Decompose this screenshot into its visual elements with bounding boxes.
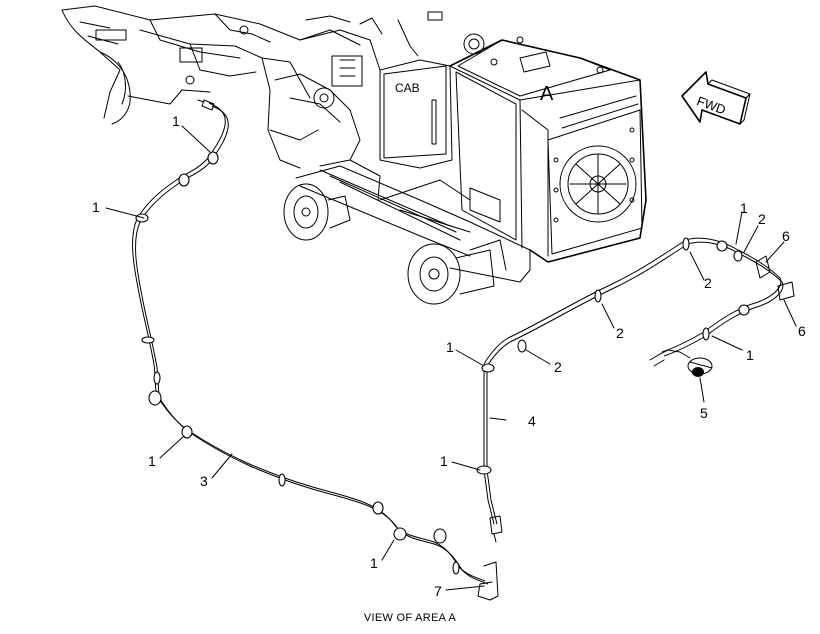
bracket-6: [755, 255, 771, 279]
area-a-label: A: [540, 83, 554, 105]
callout-2: 2: [554, 359, 562, 375]
front-axle: [283, 159, 531, 305]
clip: [393, 527, 407, 541]
callout-leaders: [105, 125, 797, 591]
callout-5: 5: [700, 405, 708, 421]
callout-4: 4: [528, 413, 536, 429]
bracket-7: [477, 561, 499, 601]
callout-1: 1: [148, 453, 156, 469]
clip: [476, 465, 492, 475]
clip: [178, 173, 190, 187]
callout-6: 6: [798, 323, 806, 339]
clip: [181, 425, 193, 439]
callout-1: 1: [746, 347, 754, 363]
callout-7: 7: [434, 583, 442, 599]
clip: [702, 327, 710, 341]
clip: [594, 289, 602, 303]
callout-1: 1: [172, 113, 180, 129]
clip: [733, 250, 743, 262]
rear-frame: [61, 5, 361, 169]
callout-numbers: 1 1 1 1 1 1 1 1 2 2 2 2 3 4 5 6 6 7: [92, 113, 806, 599]
cab-label: CAB: [395, 81, 420, 95]
callout-2: 2: [704, 275, 712, 291]
clip: [135, 213, 149, 223]
clip: [738, 304, 750, 316]
bracket-6: [777, 281, 795, 301]
clip: [716, 240, 728, 252]
right-hose-clips: [476, 237, 795, 475]
clip: [278, 473, 286, 487]
clip: [141, 336, 155, 344]
clip: [207, 151, 219, 165]
clip: [153, 371, 161, 385]
callout-3: 3: [200, 473, 208, 489]
callout-1: 1: [92, 199, 100, 215]
callout-1: 1: [440, 453, 448, 469]
left-hose-clips: [135, 151, 499, 601]
clip: [433, 528, 447, 544]
machine-illustration: CAB A: [61, 5, 751, 305]
clip: [372, 501, 384, 515]
callout-1: 1: [446, 339, 454, 355]
view-caption: VIEW OF AREA A: [363, 612, 457, 624]
sensor-5: [649, 349, 713, 377]
callout-2: 2: [616, 325, 624, 341]
callout-6: 6: [782, 228, 790, 244]
engine-enclosure: A: [427, 11, 647, 263]
clip: [148, 390, 162, 406]
clip: [517, 339, 527, 353]
clip: [452, 561, 460, 575]
hose-3: [132, 99, 489, 585]
clip: [682, 237, 690, 251]
cab-area: CAB: [274, 15, 453, 169]
callout-1: 1: [370, 555, 378, 571]
callout-1: 1: [740, 200, 748, 216]
callout-2: 2: [758, 211, 766, 227]
clip: [481, 363, 495, 373]
fwd-arrow: FWD: [681, 71, 751, 125]
hose-4: [483, 368, 503, 543]
